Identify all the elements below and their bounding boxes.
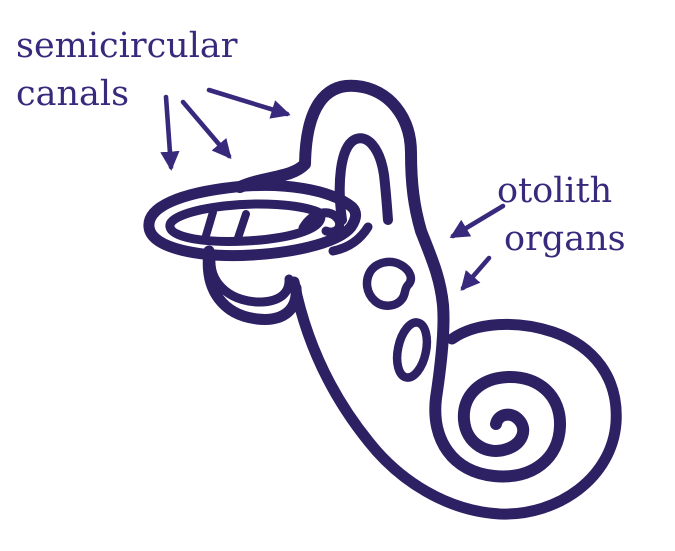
semicircular-canals-label-line1: semicircular: [16, 26, 238, 66]
vestibule-outline-and-outer-cochlea-turn: [288, 276, 622, 520]
semicircular-canals-label: semicircular canals: [16, 22, 238, 118]
semicircular-canal-arrows: [160, 87, 291, 171]
utricle-stroke: [328, 222, 373, 256]
otolith-oval-blob: [392, 318, 432, 382]
arrow-to-superior-canal-icon: [206, 87, 291, 119]
horizontal-canal-outer: [143, 179, 362, 261]
otolith-organs-label-line2: organs: [504, 219, 626, 259]
arrow-to-saccule-icon: [460, 255, 492, 291]
semicircular-canals-label-line2: canals: [16, 74, 130, 114]
canal-crossbar-1: [201, 208, 217, 243]
ampulla-curl: [298, 208, 345, 237]
arrow-to-utricle-icon: [449, 203, 506, 239]
otolith-bean-blob: [362, 257, 416, 310]
horizontal-canal-inner: [165, 199, 326, 246]
otolith-organs-label-line1: otolith: [497, 171, 613, 211]
canal-crossbar-2: [233, 210, 250, 245]
posterior-canal-outer: [202, 245, 302, 325]
posterior-canal-inner: [206, 253, 294, 307]
superior-canal-inner-line: [334, 133, 393, 225]
arrow-to-posterior-canal-icon: [180, 99, 232, 159]
otolith-organ-arrows: [449, 203, 506, 291]
arrow-to-horizontal-canal-icon: [160, 94, 180, 171]
superior-canal-and-cochlea-spiral: [234, 79, 566, 483]
otolith-organs-label: otolith organs: [497, 167, 626, 263]
